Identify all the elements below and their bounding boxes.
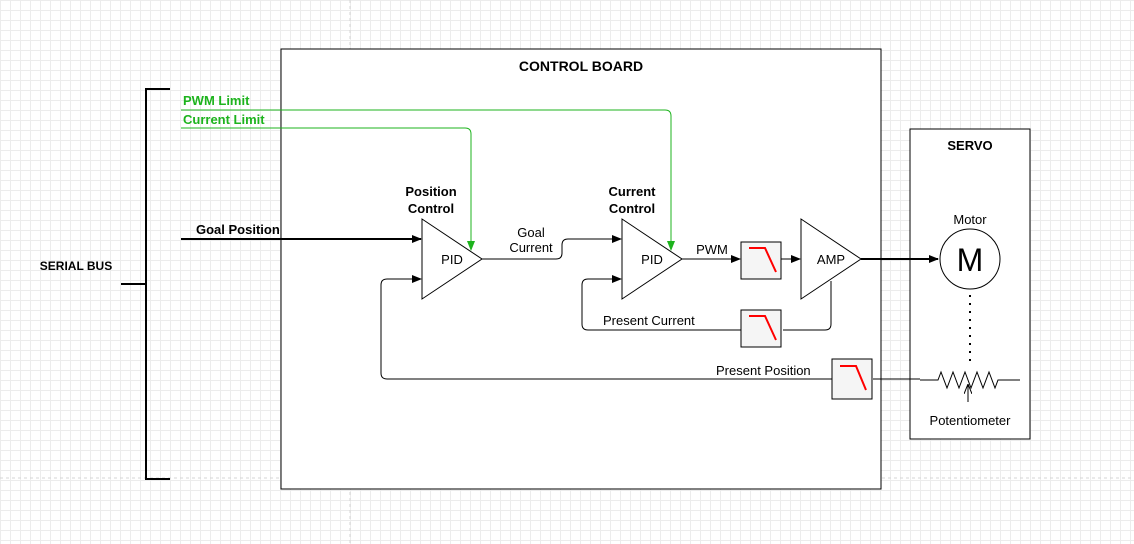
goal-current-label-line2: Current (509, 240, 553, 255)
position-control-label-line1: Position (405, 184, 456, 199)
servo-title: SERVO (947, 138, 992, 153)
motor-label: Motor (953, 212, 987, 227)
goal-current-line (482, 235, 622, 260)
current-control-label-line1: Current (609, 184, 657, 199)
control-board-title: CONTROL BOARD (519, 58, 643, 74)
current-pid-block (621, 218, 683, 300)
pwm-label: PWM (696, 242, 728, 257)
present-position-label: Present Position (716, 363, 811, 378)
current-filter-icon (740, 309, 782, 348)
current-limit-line (181, 127, 475, 251)
position-control-label-line2: Control (408, 201, 454, 216)
motor-icon: M (939, 228, 1001, 290)
pwm-filter-icon (740, 241, 782, 280)
amp-label: AMP (817, 252, 845, 267)
potentiometer-label: Potentiometer (930, 413, 1012, 428)
serial-bus-bracket (121, 88, 170, 480)
serial-bus-label: SERIAL BUS (40, 259, 112, 273)
control-board-box (280, 48, 882, 490)
position-filter-icon (831, 358, 873, 400)
present-current-feed-line (783, 281, 832, 331)
goal-current-label-line1: Goal (517, 225, 545, 240)
current-control-label-line2: Control (609, 201, 655, 216)
goal-position-label: Goal Position (196, 222, 280, 237)
present-current-label: Present Current (603, 313, 695, 328)
position-pid-block (421, 218, 483, 300)
potentiometer-icon (920, 370, 1020, 402)
motor-symbol: M (957, 242, 984, 278)
current-limit-label: Current Limit (183, 112, 265, 127)
present-position-line (380, 275, 832, 380)
pwm-limit-label: PWM Limit (183, 93, 250, 108)
amp-block (800, 218, 862, 300)
present-current-line (581, 275, 741, 331)
position-pid-label: PID (441, 252, 463, 267)
pwm-limit-line (181, 109, 675, 251)
current-pid-label: PID (641, 252, 663, 267)
